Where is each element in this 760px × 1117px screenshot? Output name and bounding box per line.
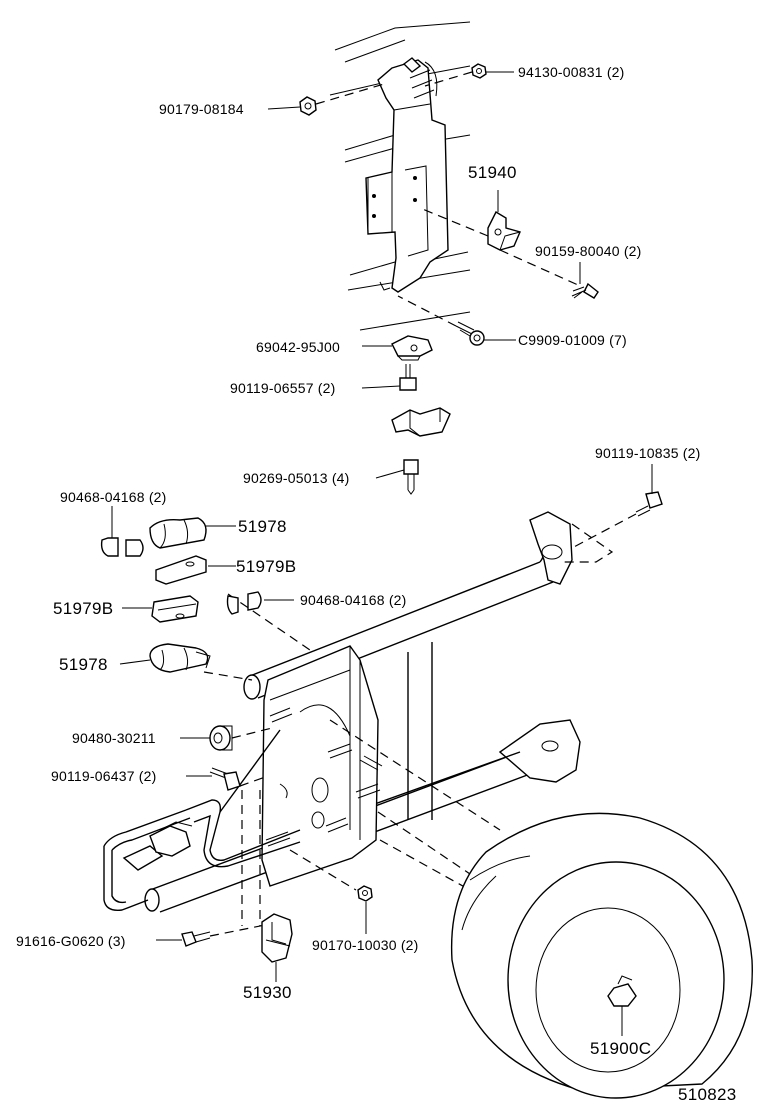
nut-94130	[471, 63, 487, 79]
label-51978-top: 51978	[238, 517, 287, 536]
label-90170-10030: 90170-10030 (2)	[312, 937, 419, 953]
leader-lines	[111, 71, 653, 1036]
label-51979b-lower: 51979B	[53, 599, 113, 618]
bolt-c9909	[455, 321, 485, 346]
spare-tire-51900C	[450, 812, 753, 1099]
bolt-90269	[403, 459, 419, 495]
hanger-bracket-51940	[365, 57, 449, 293]
label-94130-00831: 94130-00831 (2)	[518, 64, 625, 80]
label-51930: 51930	[243, 983, 292, 1002]
bracket-51930	[261, 913, 293, 963]
cushion-51978-top	[149, 517, 207, 549]
label-90159-80040: 90159-80040 (2)	[535, 243, 642, 259]
small-bracket	[487, 211, 521, 251]
label-90468-04168-top: 90468-04168 (2)	[60, 489, 167, 505]
label-51979b-upper: 51979B	[236, 557, 296, 576]
studs	[265, 707, 383, 847]
label-c9909-01009: C9909-01009 (7)	[518, 332, 627, 348]
bolt-90119-06437	[209, 767, 241, 791]
label-90269-05013: 90269-05013 (4)	[243, 470, 350, 486]
label-90119-06437: 90119-06437 (2)	[51, 768, 156, 784]
figure-code: 510823	[678, 1085, 737, 1104]
part-labels: 94130-00831 (2) 90179-08184 51940 90159-…	[16, 64, 737, 1104]
label-69042-95j00: 69042-95J00	[256, 339, 340, 355]
nut-90170	[357, 885, 373, 902]
label-90468-04168-right: 90468-04168 (2)	[300, 592, 407, 608]
clip-bracket	[391, 407, 451, 437]
bolt-90119-06557	[399, 364, 417, 391]
grommet-90480	[209, 725, 233, 751]
bushing-51979B-lower	[151, 595, 199, 623]
screw-90159	[571, 282, 599, 299]
label-90179-08184: 90179-08184	[159, 101, 244, 117]
plate-69042	[391, 335, 433, 361]
bolt-90119-10835	[635, 491, 663, 517]
retainer-90468-top	[100, 537, 144, 557]
retainer-90468-right	[226, 591, 262, 615]
bolt-91616	[181, 931, 211, 947]
bushing-51979B-upper	[155, 555, 207, 585]
label-51900c: 51900C	[590, 1039, 651, 1058]
label-90119-10835: 90119-10835 (2)	[595, 445, 700, 461]
label-51978-lower: 51978	[59, 655, 108, 674]
nut-90179	[299, 96, 317, 116]
label-90480-30211: 90480-30211	[72, 730, 156, 746]
label-90119-06557: 90119-06557 (2)	[230, 380, 335, 396]
carrier-frame	[103, 511, 614, 913]
cushion-51978-lower	[149, 643, 211, 673]
label-91616-g0620: 91616-G0620 (3)	[16, 933, 126, 949]
label-51940: 51940	[468, 163, 517, 182]
